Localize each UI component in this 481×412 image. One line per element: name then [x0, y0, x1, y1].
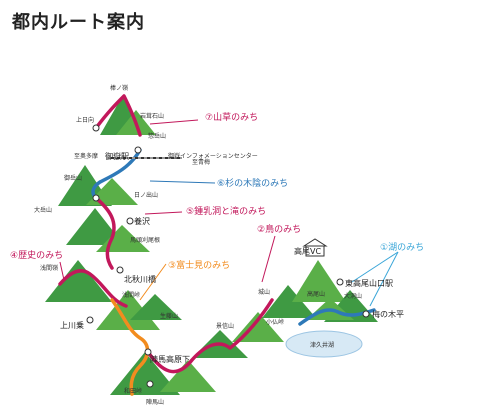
- place-jinbasan: 陣馬山: [146, 398, 164, 406]
- place-mitake-info-center: 御嶽インフォメーションセンター: [168, 152, 258, 160]
- place-iwatakeishiyama: 岩茸石山: [140, 112, 164, 120]
- point-markers: [86, 124, 370, 388]
- place-umenokidaira: 梅の木平: [372, 309, 404, 319]
- route-label-7[interactable]: ⑦山草のみち: [205, 111, 258, 123]
- place-shotosan: 生藤山: [160, 312, 178, 320]
- route-7-line: [94, 94, 142, 137]
- route-label-4[interactable]: ④歴史のみち: [10, 249, 63, 261]
- place-sengenrei: 浅間嶺: [40, 264, 58, 272]
- lake-label: 津久井湖: [310, 341, 334, 349]
- place-sogakusan: 惣岳山: [148, 132, 166, 140]
- place-bonomine: 棒ノ嶺: [110, 84, 128, 92]
- visitor-center-roof-icon: [302, 238, 328, 247]
- route-6-line: [91, 148, 142, 200]
- place-kamihinata: 上日向: [76, 116, 94, 124]
- place-to-okutama: 至奥多摩: [74, 152, 98, 160]
- place-shiroyama: 城山: [258, 288, 270, 296]
- route-2-line: [146, 298, 274, 374]
- place-kagenobuyama: 景信山: [216, 322, 234, 330]
- route-label-6[interactable]: ⑥杉の木陰のみち: [217, 177, 288, 189]
- place-jinba-kogen-shita: 陣馬高原下: [150, 354, 190, 364]
- place-kobotoke-pass: 小仏峠: [266, 318, 284, 326]
- place-to-ome: 至青梅: [192, 158, 210, 166]
- place-magarione: 馬頭刈尾根: [130, 236, 160, 244]
- place-wada-pass: 和田峠: [124, 387, 142, 395]
- place-kamikawanori: 上川乗: [60, 320, 84, 330]
- place-asama-pass: 浅間峠: [122, 291, 140, 299]
- page-title: 都内ルート案内: [12, 12, 145, 33]
- place-kitaakigawa-bridge: 北秋川橋: [124, 274, 156, 284]
- route-label-2[interactable]: ②鳥のみち: [257, 223, 301, 235]
- route-label-5[interactable]: ⑤鍾乳洞と滝のみち: [186, 205, 266, 217]
- place-yosawa: 養沢: [134, 216, 150, 226]
- place-hinodeyama: 日ノ出山: [134, 191, 158, 199]
- place-takaosan: 高尾山: [307, 290, 325, 298]
- leader-lines: [59, 119, 399, 307]
- lake-tsukui: [285, 330, 363, 358]
- place-mitake-station: 御嶽駅: [105, 151, 129, 161]
- place-takao-vc: 高尾VC: [294, 246, 321, 256]
- route-label-1[interactable]: ①湖のみち: [380, 242, 424, 253]
- place-mitakesan: 御岳山: [64, 174, 82, 182]
- place-otakesan: 大岳山: [34, 206, 52, 214]
- place-higashi-takaosanguchi-station: 東高尾山口駅: [345, 278, 393, 288]
- route-5-line: [94, 196, 116, 270]
- route-4-line: [58, 269, 128, 308]
- place-oboraya: 大洞山: [344, 292, 362, 300]
- route-label-3[interactable]: ③富士見のみち: [168, 259, 230, 271]
